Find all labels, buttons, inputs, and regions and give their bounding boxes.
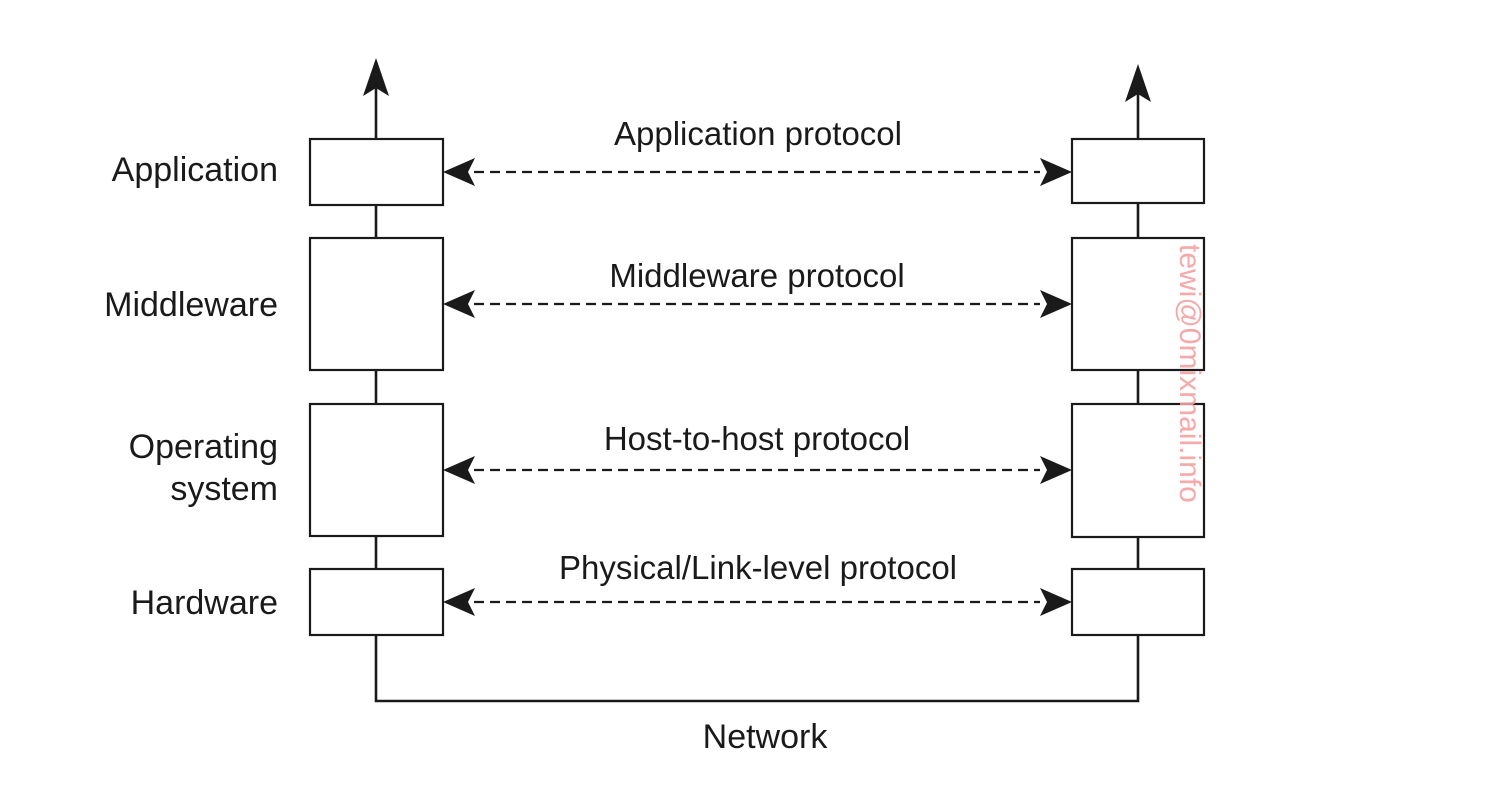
host-to-host-protocol-arrow	[443, 456, 1072, 484]
protocol-arrows	[443, 158, 1072, 616]
watermark-text: tewi@0mixmail.info	[1173, 244, 1206, 503]
right-os-box	[1070, 402, 1206, 539]
layer-label-middleware: Middleware	[104, 286, 278, 324]
layer-label-os-line1: Operating	[129, 428, 278, 466]
left-middleware-box	[308, 236, 445, 372]
protocol-label-middleware: Middleware protocol	[609, 257, 904, 294]
right-hardware-box	[1070, 567, 1206, 637]
left-up-arrowhead	[363, 58, 389, 96]
network-line	[374, 635, 1140, 703]
layer-label-application: Application	[112, 151, 278, 189]
right-up-arrowhead	[1125, 64, 1151, 102]
left-hardware-box	[308, 567, 445, 637]
physical-protocol-arrow	[443, 588, 1072, 616]
protocol-label-physical: Physical/Link-level protocol	[559, 549, 957, 586]
right-stack	[1070, 64, 1206, 637]
left-os-box	[308, 402, 445, 538]
layer-label-os-line2: system	[170, 470, 278, 508]
layer-label-hardware: Hardware	[131, 584, 278, 622]
left-application-box	[308, 137, 445, 207]
application-protocol-arrow	[443, 158, 1072, 186]
protocol-label-host-to-host: Host-to-host protocol	[604, 420, 910, 457]
middleware-protocol-arrow	[443, 290, 1072, 318]
protocol-label-application: Application protocol	[614, 115, 902, 152]
right-application-box	[1070, 137, 1206, 205]
left-stack	[308, 58, 445, 637]
network-label: Network	[703, 718, 829, 756]
